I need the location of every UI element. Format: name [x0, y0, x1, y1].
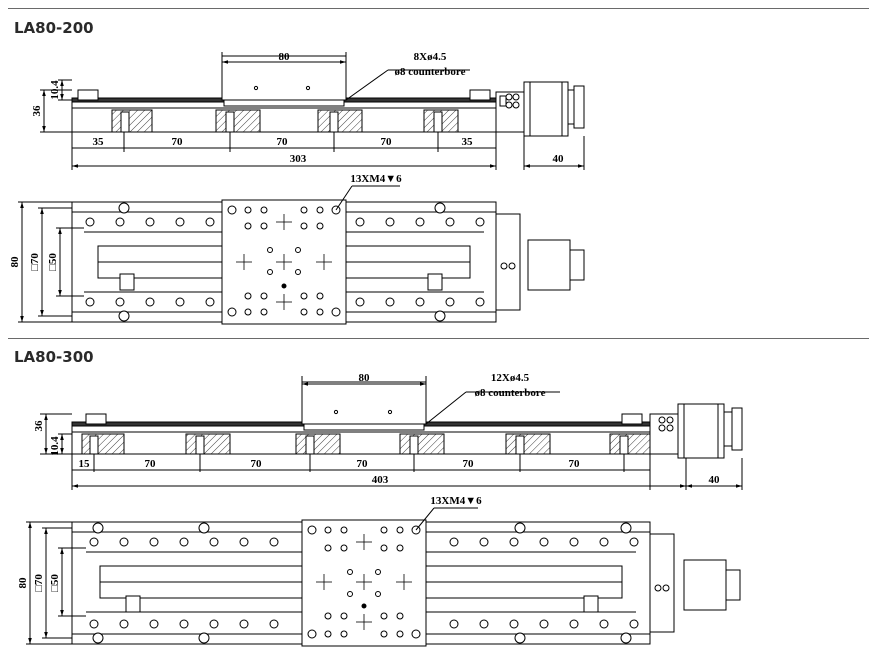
dim-width-70: □70: [29, 253, 41, 271]
dim-spacing: 35: [93, 136, 105, 148]
top-rule: [8, 8, 869, 9]
dim-spacing: 70: [277, 136, 289, 148]
dim-spacing: 35: [462, 136, 474, 148]
dim-height-total: 36: [31, 105, 43, 117]
la80-300-side-view: [40, 376, 743, 490]
dim-carriage-width: 80: [359, 372, 371, 384]
dim-spacing: 70: [172, 136, 184, 148]
section-divider: [8, 338, 869, 339]
dim-motor-length: 40: [709, 474, 721, 486]
dim-spacing: 70: [145, 458, 157, 470]
dim-overall-length: 303: [290, 153, 307, 165]
hole-spec: 8Xø4.5: [414, 51, 447, 63]
dim-spacing: 70: [381, 136, 393, 148]
dim-motor-length: 40: [553, 153, 565, 165]
la80-300-top-view: [26, 507, 741, 647]
dim-height-base: 10.4: [49, 436, 61, 456]
dim-spacing: 70: [463, 458, 475, 470]
dim-width-50: □50: [49, 574, 61, 592]
la80-200-side-view: [40, 52, 585, 170]
dim-spacing: 70: [251, 458, 263, 470]
dim-spacing: 15: [79, 458, 91, 470]
counterbore-note: ø8 counterbore: [395, 66, 466, 78]
hole-spec: 12Xø4.5: [491, 372, 530, 384]
dim-width-70: □70: [33, 574, 45, 592]
dim-width-50: □50: [47, 253, 59, 271]
dim-height-total: 36: [33, 420, 45, 432]
section-title-la80-200: LA80-200: [14, 19, 94, 37]
dim-height-base: 10.4: [49, 80, 61, 100]
thread-spec: 13XM4▼6: [350, 173, 402, 185]
dim-spacing: 70: [357, 458, 369, 470]
dim-carriage-width: 80: [279, 51, 291, 63]
dim-overall-length: 403: [372, 474, 389, 486]
dim-width-total: 80: [17, 577, 29, 589]
dim-spacing: 70: [569, 458, 581, 470]
la80-200-top-view: [18, 185, 585, 325]
counterbore-note: ø8 counterbore: [475, 387, 546, 399]
section-title-la80-300: LA80-300: [14, 348, 94, 366]
thread-spec: 13XM4▼6: [430, 495, 482, 507]
dim-width-total: 80: [9, 256, 21, 268]
